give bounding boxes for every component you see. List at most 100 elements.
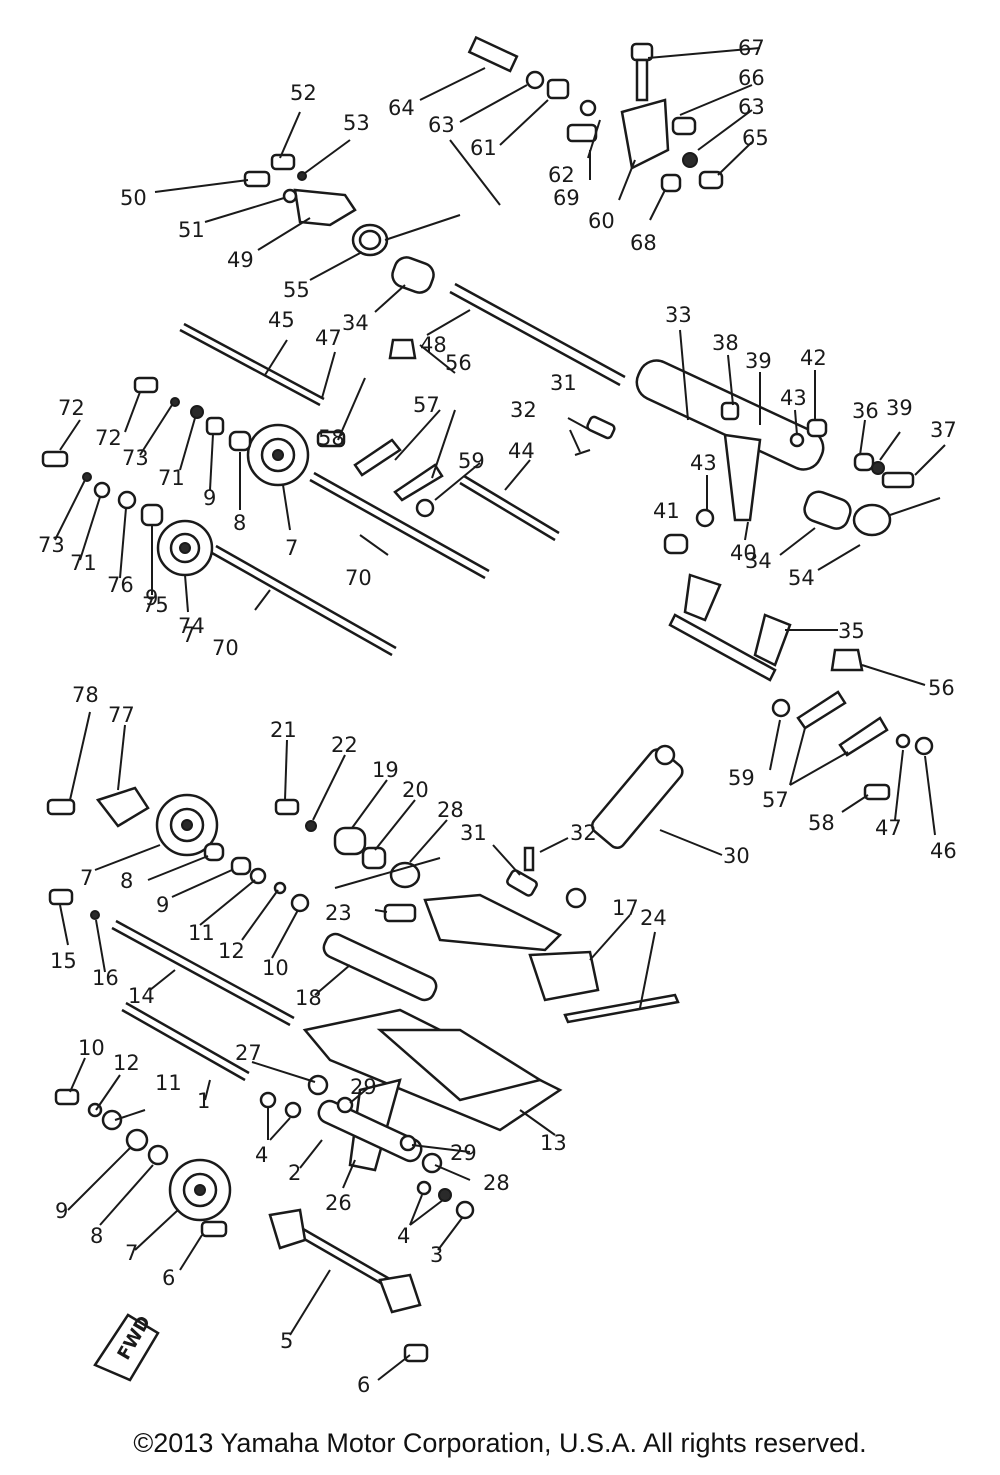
callout-label: 24: [640, 906, 667, 930]
parts-artwork: [41, 35, 941, 1382]
callout-label: 46: [930, 839, 957, 863]
callout-label: 29: [350, 1075, 377, 1099]
callout-label: 6: [162, 1266, 175, 1290]
callout-label: 34: [342, 311, 369, 335]
callout-label: 32: [510, 398, 537, 422]
callout-label: 7: [285, 536, 298, 560]
callout-label: 6: [357, 1373, 370, 1397]
callout-label: 50: [120, 186, 147, 210]
callout-label: 18: [295, 986, 322, 1010]
callout-label: 17: [612, 896, 639, 920]
callout-label: 52: [290, 81, 317, 105]
callout-label: 71: [158, 466, 185, 490]
callout-label: 51: [178, 218, 205, 242]
callout-label: 9: [156, 893, 169, 917]
callout-label: 14: [128, 984, 155, 1008]
callout-label: 38: [712, 331, 739, 355]
callout-label: 57: [762, 788, 789, 812]
callout-label: 1: [197, 1089, 210, 1113]
callout-label: 69: [553, 186, 580, 210]
callout-label: 42: [800, 346, 827, 370]
callout-label: 58: [808, 811, 835, 835]
callout-label: 11: [188, 921, 215, 945]
callout-label: 57: [413, 393, 440, 417]
leader-lines: [54, 47, 946, 1381]
callout-label: 31: [460, 821, 487, 845]
callout-label: 39: [745, 349, 772, 373]
callout-label: 47: [875, 816, 902, 840]
callout-label: 7: [182, 623, 195, 647]
callout-label: 43: [780, 386, 807, 410]
copyright-notice: ©2013 Yamaha Motor Corporation, U.S.A. A…: [133, 1428, 867, 1458]
callout-label: 56: [445, 351, 472, 375]
callout-labels: 1 2 3 4 4 5 6 6 7 7 7 7 8 8 8 9 9 9 9 10…: [38, 36, 957, 1397]
callout-label: 40: [730, 541, 757, 565]
callout-label: 37: [930, 418, 957, 442]
callout-label: 53: [343, 111, 370, 135]
callout-label: 71: [70, 551, 97, 575]
callout-label: 68: [630, 231, 657, 255]
callout-label: 9: [203, 486, 216, 510]
callout-label: 13: [540, 1131, 567, 1155]
callout-label: 61: [470, 136, 497, 160]
callout-label: 35: [838, 619, 865, 643]
callout-label: 78: [72, 683, 99, 707]
callout-label: 2: [288, 1161, 301, 1185]
callout-label: 49: [227, 248, 254, 272]
callout-label: 73: [122, 446, 149, 470]
callout-label: 34: [745, 549, 772, 573]
callout-label: 41: [653, 499, 680, 523]
callout-label: 56: [928, 676, 955, 700]
callout-label: 32: [570, 821, 597, 845]
callout-label: 59: [458, 449, 485, 473]
callout-label: 72: [58, 396, 85, 420]
callout-label: 76: [107, 573, 134, 597]
callout-label: 39: [886, 396, 913, 420]
callout-label: 4: [397, 1224, 410, 1248]
callout-label: 55: [283, 278, 310, 302]
callout-label: 75: [142, 593, 169, 617]
callout-label: 9: [145, 586, 158, 610]
callout-label: 60: [588, 209, 615, 233]
callout-label: 8: [233, 511, 246, 535]
callout-label: 7: [80, 866, 93, 890]
callout-label: 29: [450, 1141, 477, 1165]
callout-label: 12: [113, 1051, 140, 1075]
callout-label: 70: [212, 636, 239, 660]
callout-label: 28: [483, 1171, 510, 1195]
callout-label: 9: [55, 1199, 68, 1223]
callout-label: 4: [255, 1143, 268, 1167]
callout-label: 23: [325, 901, 352, 925]
callout-label: 11: [155, 1071, 182, 1095]
callout-label: 48: [420, 333, 447, 357]
callout-label: 10: [262, 956, 289, 980]
callout-label: 30: [723, 844, 750, 868]
callout-label: 19: [372, 758, 399, 782]
callout-label: 20: [402, 778, 429, 802]
callout-label: 65: [742, 126, 769, 150]
callout-label: 27: [235, 1041, 262, 1065]
callout-label: 10: [78, 1036, 105, 1060]
callout-label: 45: [268, 308, 295, 332]
callout-label: 54: [788, 566, 815, 590]
callout-label: 72: [95, 426, 122, 450]
callout-label: 8: [120, 869, 133, 893]
callout-label: 31: [550, 371, 577, 395]
callout-label: 22: [331, 733, 358, 757]
callout-label: 66: [738, 66, 765, 90]
exploded-parts-diagram: 1 2 3 4 4 5 6 6 7 7 7 7 8 8 8 9 9 9 9 10…: [38, 35, 957, 1397]
callout-label: 5: [280, 1329, 293, 1353]
callout-label: 58: [318, 426, 345, 450]
callout-label: 64: [388, 96, 415, 120]
callout-label: 28: [437, 798, 464, 822]
callout-label: 59: [728, 766, 755, 790]
callout-label: 63: [428, 113, 455, 137]
callout-label: 67: [738, 36, 765, 60]
callout-label: 8: [90, 1224, 103, 1248]
callout-label: 70: [345, 566, 372, 590]
callout-label: 74: [178, 614, 205, 638]
callout-label: 63: [738, 95, 765, 119]
callout-label: 26: [325, 1191, 352, 1215]
callout-label: 77: [108, 703, 135, 727]
callout-label: 47: [315, 326, 342, 350]
